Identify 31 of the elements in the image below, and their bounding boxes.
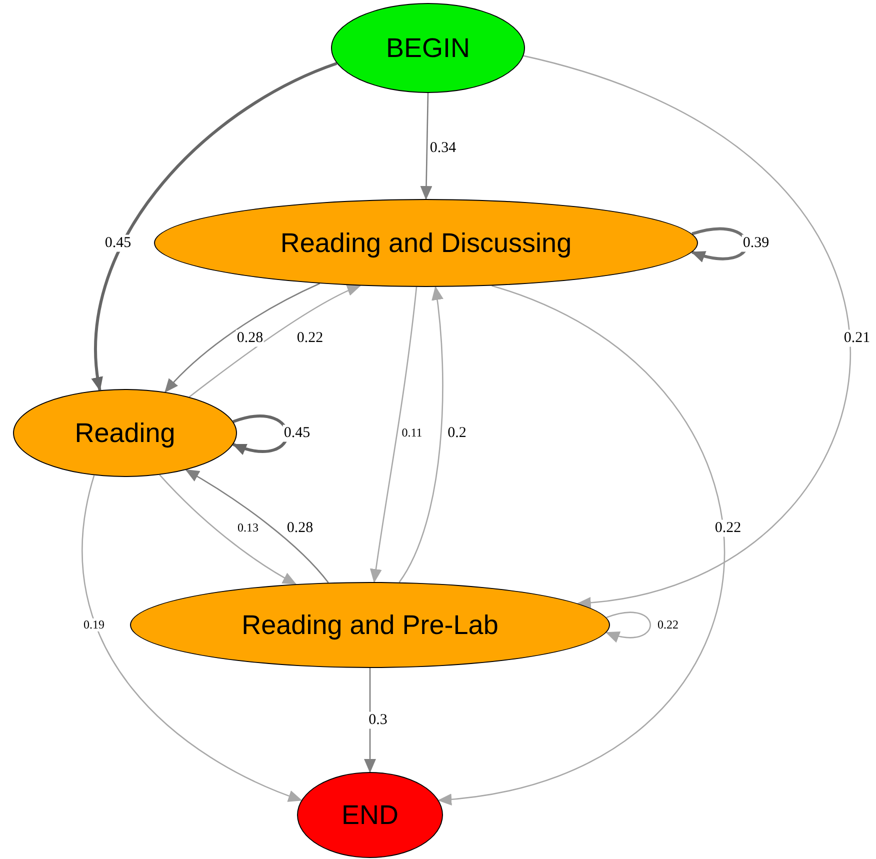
edge-label: 0.28: [236, 330, 264, 346]
edge-label: 0.11: [400, 426, 424, 440]
edge-label: 0.22: [656, 618, 680, 632]
state-name: BEGIN: [386, 32, 470, 64]
edge-label: 0.21: [842, 330, 872, 346]
arrow: [523, 55, 851, 608]
arrow: [92, 62, 338, 391]
arrow: [691, 227, 748, 262]
arrow: [188, 284, 361, 398]
arrow: [159, 474, 297, 585]
arrow: [398, 286, 444, 583]
edge-label: 0.13: [236, 521, 260, 535]
edge-label: 0.22: [714, 520, 742, 536]
arrow: [232, 414, 288, 454]
arrow: [606, 612, 651, 642]
state-name: END: [341, 800, 398, 830]
arrow: [420, 92, 432, 200]
edge-label: 0.45: [104, 234, 132, 252]
arrow: [82, 475, 302, 802]
state-name: Reading and Pre-Lab: [242, 610, 498, 640]
edge-label: 0.3: [368, 712, 388, 728]
edge-label: 0.39: [742, 234, 770, 252]
state-name: Reading and Discussing: [280, 228, 572, 258]
arrow: [370, 286, 418, 583]
edge-label: 0.45: [282, 424, 312, 442]
arrow: [364, 668, 376, 773]
arrow: [438, 285, 724, 805]
state-name: Reading: [74, 418, 176, 448]
edge-label: 0.19: [82, 618, 106, 632]
arrow: [185, 469, 329, 584]
arrow: [164, 282, 320, 393]
